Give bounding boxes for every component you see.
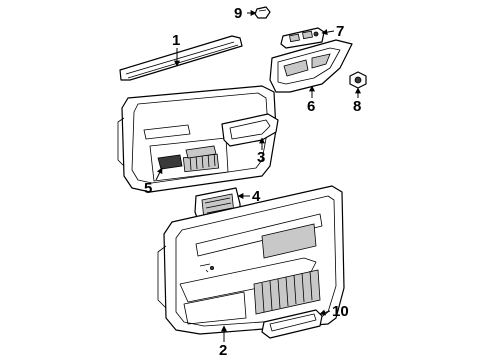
part-10-lower-pull-handle — [261, 309, 323, 339]
part-9-small-switch — [254, 6, 271, 19]
callout-9: 9 — [234, 5, 242, 22]
callout-1: 1 — [172, 32, 180, 49]
lower-door-trim-panel — [157, 185, 345, 335]
callout-5: 5 — [144, 180, 152, 197]
upper-speaker-grille — [182, 151, 220, 173]
callout-8: 8 — [353, 98, 361, 115]
callout-4: 4 — [252, 188, 261, 205]
part-1-molding-strip — [119, 35, 243, 81]
leader-lines — [155, 10, 361, 342]
callout-labels: 1 2 3 4 5 6 7 8 9 10 — [144, 5, 361, 359]
upper-door-trim-panel — [117, 85, 277, 193]
callout-6: 6 — [307, 98, 315, 115]
callout-7: 7 — [336, 23, 344, 40]
callout-2: 2 — [219, 342, 227, 359]
part-7-switch-bezel — [280, 27, 325, 49]
lower-speaker-grille — [253, 269, 321, 315]
part-6-armrest-panel — [269, 39, 353, 93]
callout-10: 10 — [332, 303, 349, 320]
callout-3: 3 — [257, 149, 265, 166]
part-8-lock-knob — [349, 71, 367, 89]
